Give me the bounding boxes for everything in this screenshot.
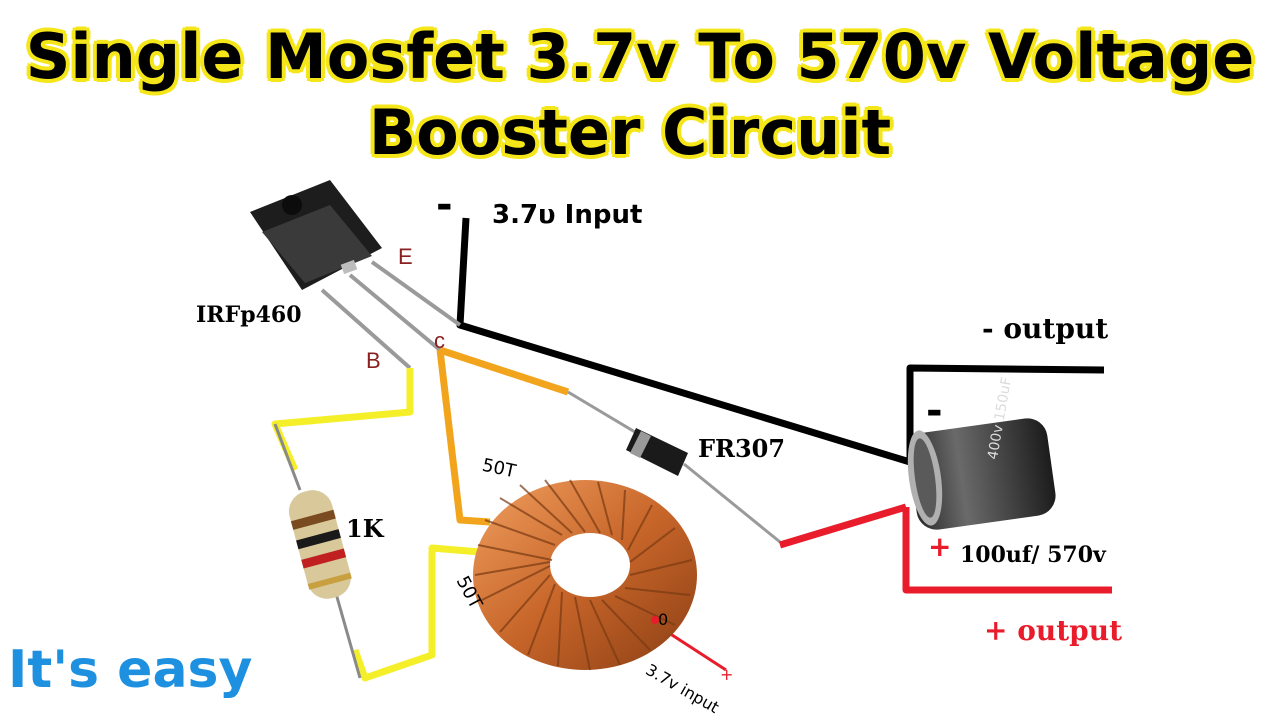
mosfet-legs <box>320 260 462 370</box>
minus-output-label: - output <box>982 312 1109 345</box>
pin-c-label: c <box>434 328 445 353</box>
mosfet-body <box>250 180 382 290</box>
diode-label: FR307 <box>698 434 786 463</box>
plus-output-label: + output <box>984 614 1123 647</box>
pin-b-label: B <box>366 348 381 373</box>
cap-minus-sign: - <box>926 388 943 434</box>
mosfet-label: IRFp460 <box>196 302 302 328</box>
cap-plus-sign: + <box>928 530 952 563</box>
capacitor-label: 100uf/ 570v <box>960 542 1106 568</box>
footer-caption: It's easy <box>8 640 253 700</box>
resistor <box>273 423 362 679</box>
toroid-coil <box>473 479 697 671</box>
coil-zero-label: 0 <box>658 610 669 629</box>
capacitor <box>907 418 1056 530</box>
input-bottom-plus: + <box>720 665 734 684</box>
title-line-1: Single Mosfet 3.7v To 570v Voltage <box>25 20 1255 93</box>
pin-e-label: E <box>398 244 413 269</box>
input-minus-sign: - <box>436 182 453 228</box>
diode <box>567 390 781 544</box>
resistor-label: 1K <box>346 514 384 543</box>
input-top-label: 3.7υ Input <box>492 200 643 230</box>
title-line-2: Booster Circuit <box>368 96 892 169</box>
orange-wire <box>436 346 570 526</box>
